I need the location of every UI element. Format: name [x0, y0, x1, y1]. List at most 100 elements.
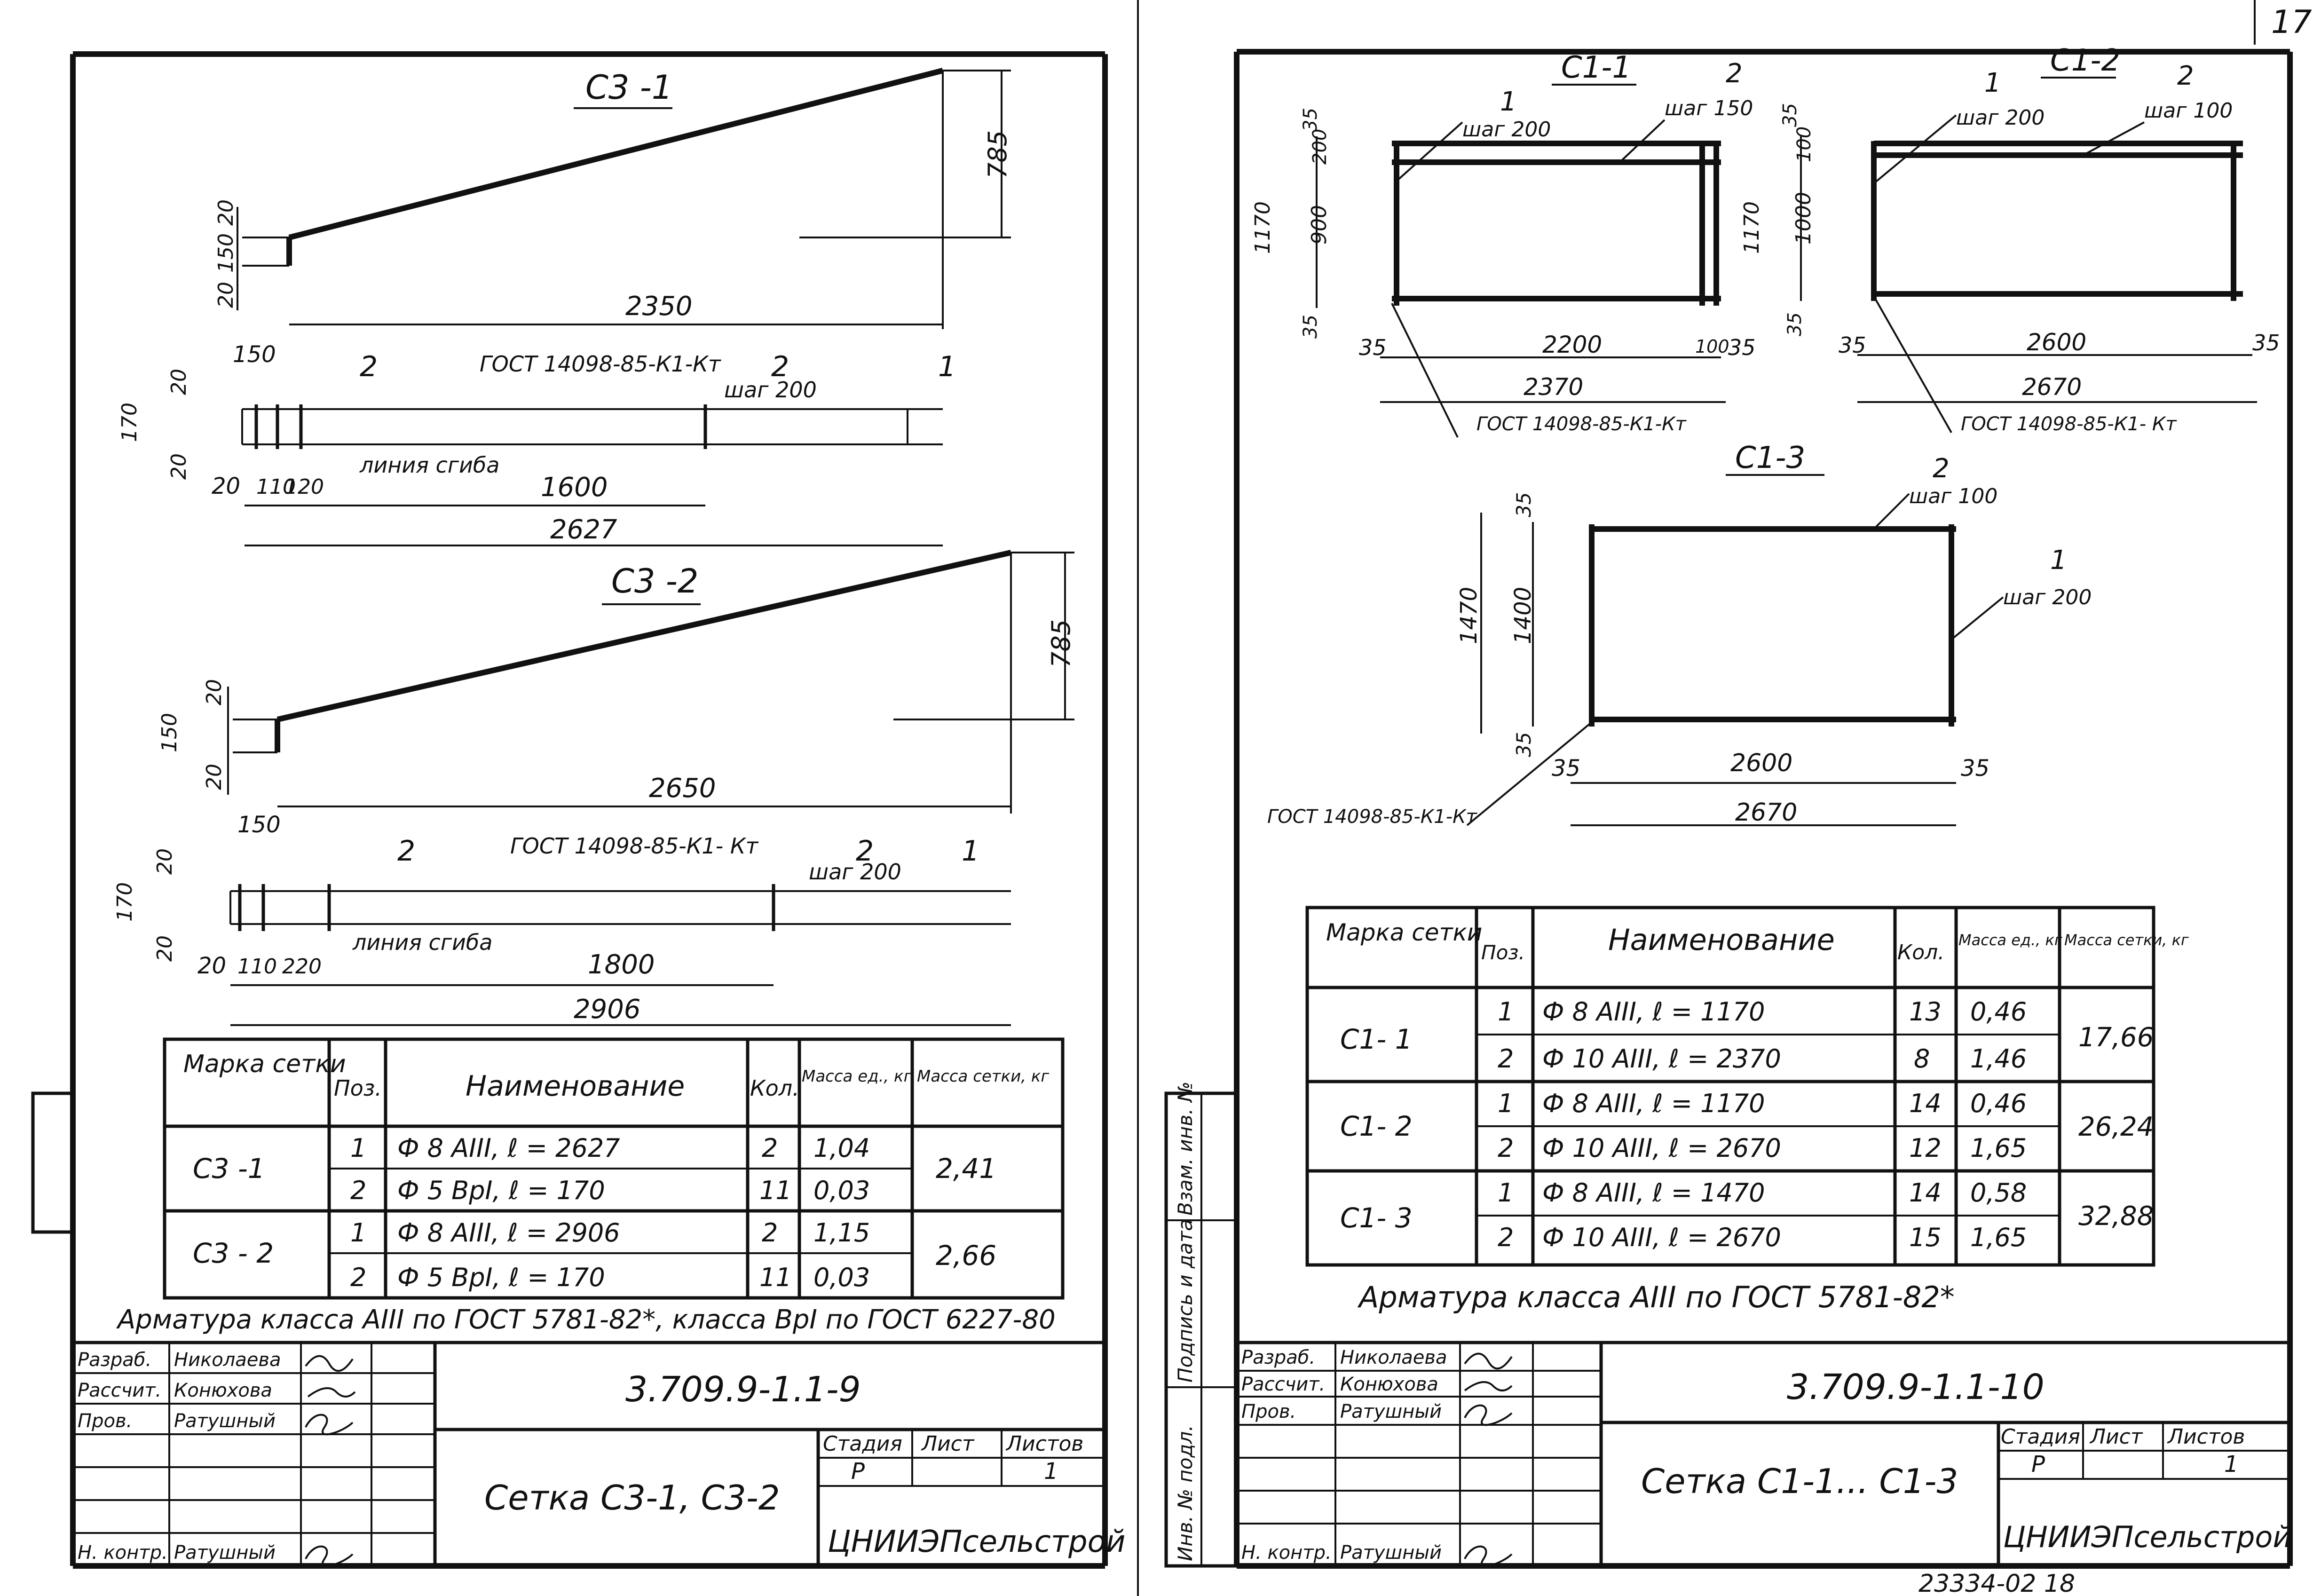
right-spec-name-1-1: Ф 8 АIII, ℓ = 1170 — [1542, 997, 1765, 1027]
c1-2-step1: шаг 200 — [1956, 106, 2045, 130]
right-spec-header-unit-mass: Масса ед., кг — [1958, 931, 2062, 949]
c1-2-dim-35-right: 35 — [2252, 330, 2280, 356]
left-tb-role-7: Н. контр. — [78, 1542, 168, 1564]
s3-2-gost: ГОСТ 14098-85-К1- Кт — [510, 833, 759, 859]
c1-3-dim-2600: 2600 — [1730, 749, 1792, 777]
c1-1-leader-1 — [1396, 121, 1463, 182]
right-spec-header-pos: Поз. — [1481, 941, 1525, 964]
right-side-label-1: Взам. инв. № — [1174, 1082, 1197, 1216]
left-tb-role-3: Пров. — [78, 1410, 132, 1432]
s3-1-dim-width: 170 — [118, 403, 142, 442]
c1-2-dim-35-left: 35 — [1839, 332, 1866, 358]
s3-1-dim-20: 20 — [212, 473, 240, 499]
s3-2-dim-total: 2906 — [574, 994, 641, 1025]
left-spec-mark-1: С3 -1 — [193, 1153, 265, 1185]
s3-2-dim-width-a: 20 — [153, 848, 177, 875]
left-tb-sheet-name: Сетка С3-1, С3-2 — [484, 1478, 780, 1517]
s3-2-dim-220: 220 — [282, 955, 322, 979]
left-tb-org: ЦНИИЭПсельстрой — [828, 1525, 1125, 1559]
right-spec-qty-2-2: 12 — [1909, 1133, 1942, 1163]
right-tb-name-2: Конюхова — [1340, 1374, 1438, 1395]
right-spec-table: Марка сетки Поз. Наименование Кол. Масса… — [1305, 906, 2189, 1314]
s3-1-dim-110: 110 — [256, 475, 296, 499]
c1-2-title: С1-2 — [2050, 43, 2120, 78]
c1-2-leader-1 — [1873, 114, 1957, 184]
c1-3-dim-1400: 1400 — [1510, 587, 1536, 644]
c1-1-dim-35-left: 35 — [1359, 335, 1387, 360]
left-spec-pos-1-1: 1 — [350, 1133, 366, 1163]
left-tb-sheet-label: Лист — [921, 1432, 975, 1456]
left-spec-note: Арматура класса АIII по ГОСТ 5781-82*, к… — [116, 1304, 1056, 1335]
left-binding-margin — [31, 1091, 71, 1234]
left-spec-header-total-mass: Масса сетки, кг — [917, 1067, 1050, 1086]
right-spec-mark-1: С1- 1 — [1340, 1023, 1413, 1055]
left-tb-stage: Р — [851, 1458, 865, 1485]
right-spec-pos-3-1: 1 — [1498, 1178, 1514, 1208]
right-spec-header-mark: Марка сетки — [1326, 919, 1482, 946]
c1-1-step1: шаг 200 — [1462, 118, 1551, 142]
s3-2-dim-rise: 785 — [1046, 619, 1076, 668]
c1-1-dim-total: 2370 — [1524, 373, 1583, 401]
s3-1-title: С3 -1 — [585, 68, 672, 107]
c1-2-pos2: 2 — [2177, 61, 2194, 91]
c1-1-step2: шаг 150 — [1665, 96, 1753, 120]
s3-1-step: шаг 200 — [724, 377, 817, 403]
right-spec-mass-2: 26,24 — [2078, 1112, 2154, 1142]
s3-1-dim-total: 2627 — [550, 514, 617, 545]
right-tb-sheet-label: Лист — [2089, 1425, 2143, 1449]
right-title-block: Разраб. Николаева Рассчит. Конюхова Пров… — [1237, 1341, 2292, 1567]
c1-2-leader-2 — [2083, 121, 2145, 156]
right-spec-name-2-1: Ф 8 АIII, ℓ = 1170 — [1542, 1089, 1765, 1118]
c1-1-pos1: 1 — [1500, 87, 1517, 117]
c1-3-gost-leader — [1466, 723, 1590, 826]
left-spec-unit-1-2: 0,03 — [813, 1176, 870, 1205]
right-tb-stage-label: Стадия — [2001, 1425, 2080, 1449]
left-tb-name-1: Николаева — [174, 1349, 281, 1371]
c1-2-dim-2600: 2600 — [2027, 329, 2086, 356]
s3-2-title: С3 -2 — [611, 562, 698, 600]
right-tb-sheet-name: Сетка С1-1... С1-3 — [1641, 1462, 1958, 1501]
left-spec-header-mark: Марка сетки — [183, 1050, 346, 1078]
c1-3-step1: шаг 200 — [2003, 585, 2092, 609]
left-spec-header-pos: Поз. — [334, 1075, 382, 1101]
left-spec-pos-1-2: 2 — [350, 1176, 366, 1205]
left-spec-unit-2-2: 0,03 — [813, 1263, 870, 1292]
s3-2-step: шаг 200 — [809, 859, 901, 885]
right-spec-qty-3-2: 15 — [1909, 1223, 1942, 1252]
s3-2-dim-1800: 1800 — [588, 949, 655, 980]
s3-1-dim-width-a: 20 — [167, 369, 191, 395]
s3-2-dim-110: 110 — [237, 955, 277, 979]
c1-2-pos1: 1 — [1984, 68, 2001, 98]
s3-1-gost: ГОСТ 14098-85-К1-Кт — [480, 351, 721, 377]
right-tb-sheets-label: Листов — [2167, 1425, 2245, 1449]
c1-1-dim-200: 200 — [1309, 129, 1331, 165]
right-spec-name-2-2: Ф 10 АIII, ℓ = 2670 — [1542, 1133, 1781, 1163]
right-tb-role-7: Н. контр. — [1241, 1542, 1332, 1564]
left-spec-qty-2-2: 11 — [759, 1263, 792, 1292]
right-spec-pos-2-1: 1 — [1498, 1089, 1514, 1118]
s3-2-dim-left-b: 150 — [158, 713, 182, 752]
right-tb-designation: 3.709.9-1.1-10 — [1787, 1367, 2045, 1407]
right-spec-note: Арматура класса АIII по ГОСТ 5781-82* — [1357, 1280, 1955, 1314]
right-sheet: Взам. инв. № Подпись и дата Инв. № подл.… — [1164, 43, 2293, 1596]
s3-2-dim-left-a: 20 — [202, 679, 226, 705]
left-tb-signatures — [305, 1355, 356, 1567]
right-spec-mass-3: 32,88 — [2078, 1201, 2154, 1232]
left-spec-name-2-1: Ф 8 АIII, ℓ = 2906 — [397, 1218, 620, 1248]
s3-1-dim-length: 2350 — [625, 291, 693, 322]
c1-2-dim-1000: 1000 — [1792, 192, 1816, 245]
right-spec-mark-3: С1- 3 — [1340, 1202, 1413, 1234]
right-tb-role-3: Пров. — [1241, 1401, 1296, 1422]
left-tb-stage-label: Стадия — [823, 1432, 902, 1456]
left-tb-sheets: 1 — [1044, 1458, 1058, 1485]
right-spec-unit-1-1: 0,46 — [1970, 997, 2027, 1027]
right-spec-qty-2-1: 14 — [1909, 1089, 1942, 1118]
c1-1-dim-35-bot: 35 — [1300, 315, 1321, 339]
right-tb-name-7: Ратушный — [1340, 1542, 1442, 1564]
right-spec-pos-2-2: 2 — [1498, 1133, 1514, 1163]
right-spec-frame — [1305, 906, 2155, 1267]
left-title-block: Разраб. Николаева Рассчит. Конюхова Пров… — [73, 1341, 1125, 1567]
right-side-label-2: Подпись и дата — [1174, 1219, 1197, 1383]
c1-1-leader-2 — [1621, 119, 1666, 161]
right-spec-header-name: Наименование — [1608, 923, 1835, 957]
